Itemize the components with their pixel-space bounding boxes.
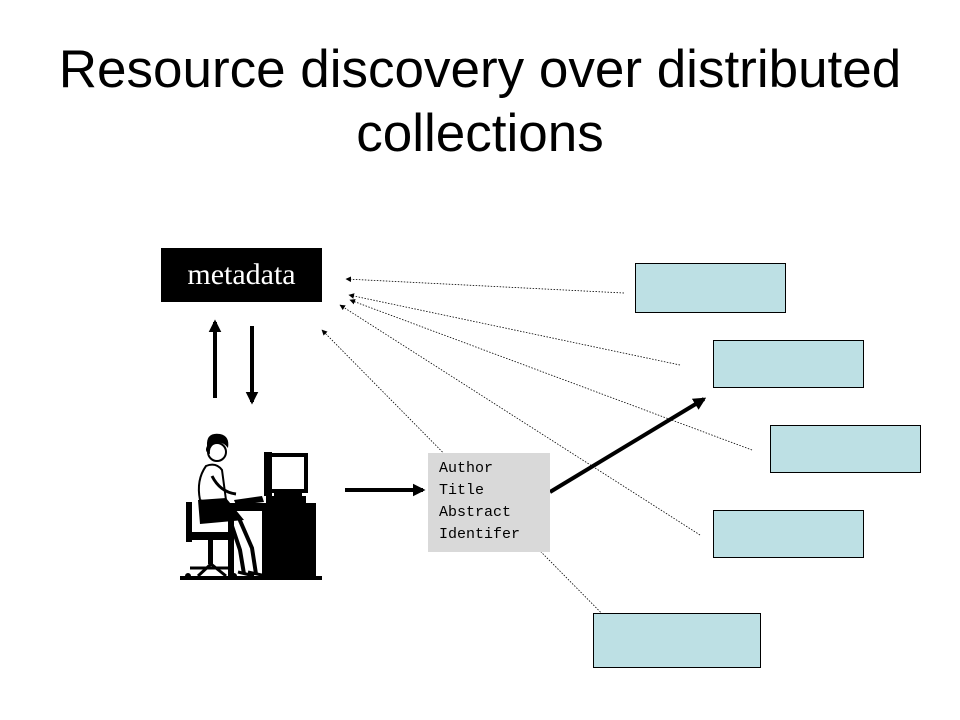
search-arrow [548,397,707,494]
metadata-box: metadata [161,248,322,302]
collection-box-1 [635,263,786,313]
query-field-author: Author [439,460,494,477]
harvest-arrow-1 [345,276,625,294]
collection-box-4 [713,510,864,558]
collection-box-3 [770,425,921,473]
collection-box-5 [593,613,761,668]
harvest-arrow-4 [339,304,701,536]
query-field-identifier: Identifer [439,526,521,543]
person-at-computer-icon [180,433,322,580]
query-field-title: Title [439,482,485,499]
harvest-arrow-2 [348,293,681,366]
harvest-arrow-5 [321,329,629,641]
collection-box-2 [713,340,864,388]
slide-title: Resource discovery over distributed coll… [58,40,902,163]
harvest-arrow-3 [349,299,753,451]
query-card: Author Title Abstract Identifer [428,453,550,552]
query-field-abstract: Abstract [439,504,512,521]
